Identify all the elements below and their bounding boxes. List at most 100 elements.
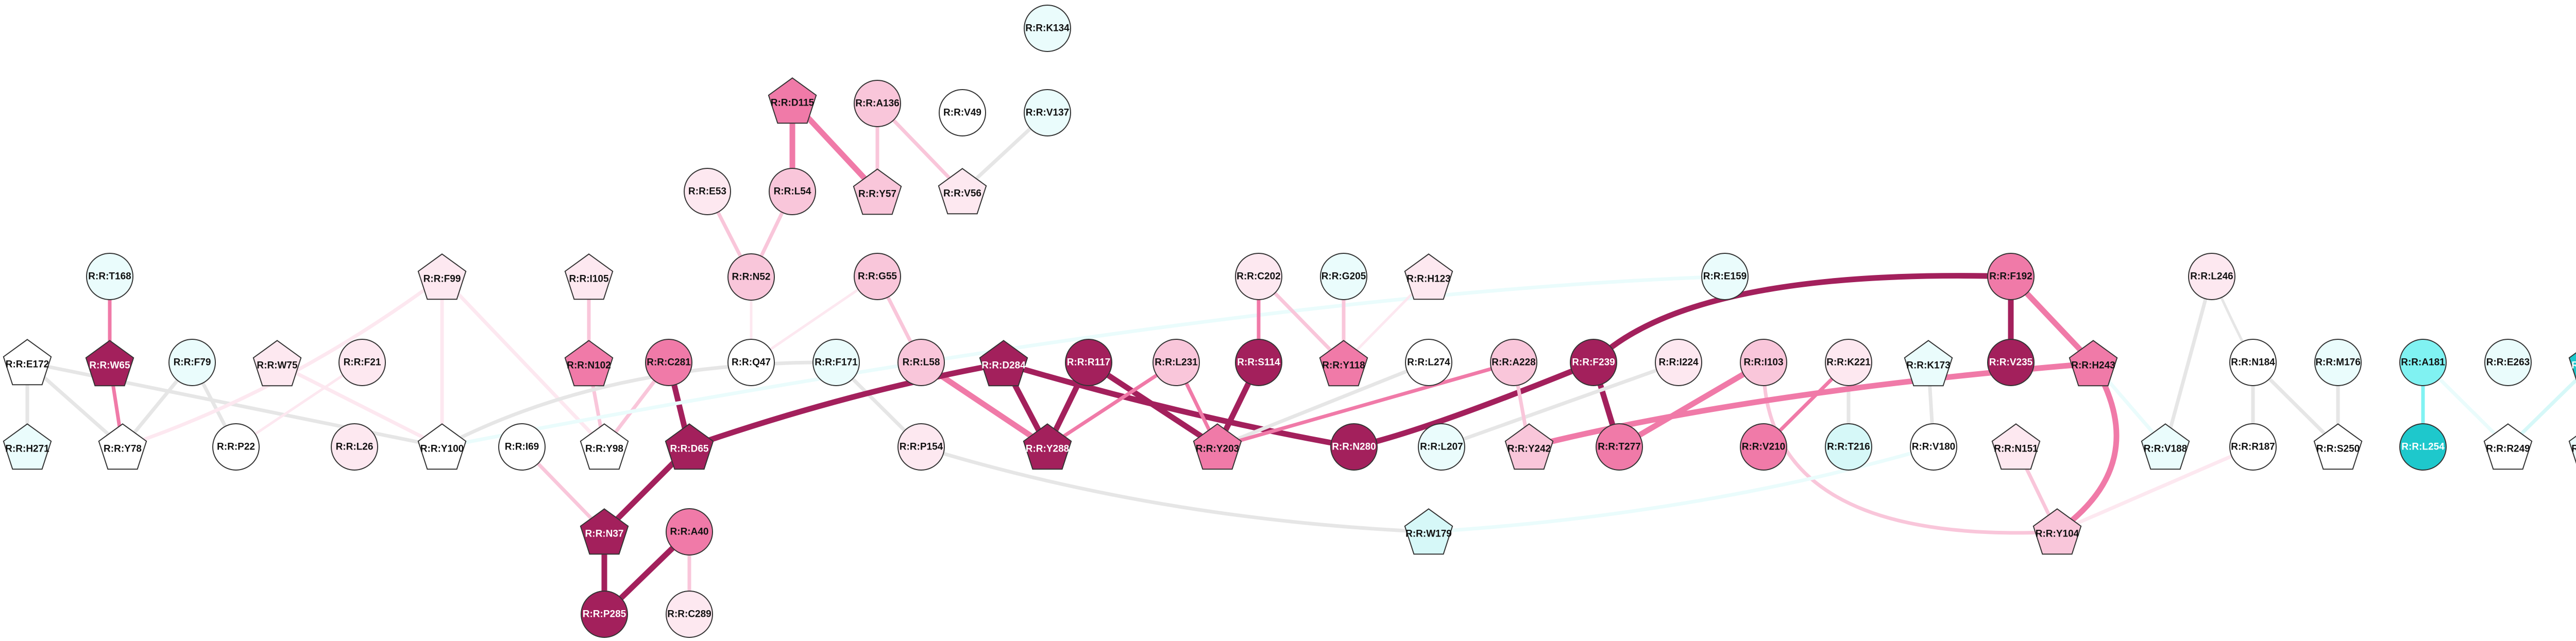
node-d65[interactable]: R:R:D65 bbox=[665, 423, 714, 470]
node-y203[interactable]: R:R:Y203 bbox=[1193, 423, 1242, 470]
node-v180[interactable]: R:R:V180 bbox=[1910, 423, 1957, 471]
node-w65[interactable]: R:R:W65 bbox=[85, 340, 134, 387]
node-k173[interactable]: R:R:K173 bbox=[1904, 340, 1953, 387]
node-w179[interactable]: R:R:W179 bbox=[1404, 508, 1453, 555]
node-f171[interactable]: R:R:F171 bbox=[812, 339, 860, 386]
node-s250[interactable]: R:R:S250 bbox=[2313, 423, 2363, 470]
node-shape-l231 bbox=[1153, 339, 1200, 386]
node-v49[interactable]: R:R:V49 bbox=[939, 89, 986, 136]
node-label-w65: R:R:W65 bbox=[89, 360, 130, 371]
node-f174[interactable]: R:R:F174 bbox=[2568, 424, 2576, 469]
node-v137[interactable]: R:R:V137 bbox=[1024, 89, 1071, 136]
node-v235[interactable]: R:R:V235 bbox=[1987, 339, 2035, 386]
edge-d284-d65 bbox=[686, 360, 1007, 450]
node-f21[interactable]: R:R:F21 bbox=[338, 339, 386, 386]
node-y104[interactable]: R:R:Y104 bbox=[2032, 508, 2082, 555]
node-v56[interactable]: R:R:V56 bbox=[938, 168, 987, 215]
node-i105[interactable]: R:R:I105 bbox=[564, 253, 614, 300]
node-y98[interactable]: R:R:Y98 bbox=[580, 423, 629, 470]
node-h271[interactable]: R:R:H271 bbox=[3, 423, 52, 470]
node-f99[interactable]: R:R:F99 bbox=[417, 253, 467, 300]
node-label-f171: R:R:F171 bbox=[815, 357, 858, 368]
node-l26[interactable]: R:R:L26 bbox=[331, 423, 378, 471]
node-n102[interactable]: R:R:N102 bbox=[564, 340, 614, 387]
node-a136[interactable]: R:R:A136 bbox=[854, 80, 901, 127]
node-shape-f21 bbox=[338, 339, 386, 386]
node-g55[interactable]: R:R:G55 bbox=[854, 253, 901, 300]
node-f239[interactable]: R:R:F239 bbox=[1570, 339, 1617, 386]
node-n280[interactable]: R:R:N280 bbox=[1330, 423, 1378, 471]
node-shape-t216 bbox=[1825, 423, 1872, 471]
node-i224[interactable]: R:R:I224 bbox=[1655, 339, 1702, 386]
node-a181[interactable]: R:R:A181 bbox=[2399, 339, 2447, 386]
node-n151[interactable]: R:R:N151 bbox=[1991, 423, 2041, 470]
node-shape-a181 bbox=[2399, 339, 2447, 386]
node-q47[interactable]: R:R:Q47 bbox=[727, 339, 775, 386]
node-r249[interactable]: R:R:R249 bbox=[2483, 423, 2533, 470]
node-a40[interactable]: R:R:A40 bbox=[666, 508, 713, 556]
node-f192[interactable]: R:R:F192 bbox=[1987, 253, 2035, 300]
node-r187[interactable]: R:R:R187 bbox=[2229, 423, 2277, 471]
node-k221[interactable]: R:R:K221 bbox=[1825, 339, 1872, 386]
node-e172[interactable]: R:R:E172 bbox=[3, 339, 52, 386]
node-i69[interactable]: R:R:I69 bbox=[498, 423, 546, 471]
node-a228[interactable]: R:R:A228 bbox=[1490, 339, 1537, 386]
node-shape-a136 bbox=[854, 80, 901, 127]
node-l54[interactable]: R:R:L54 bbox=[769, 168, 816, 215]
node-y100[interactable]: R:R:Y100 bbox=[417, 423, 467, 470]
node-y288[interactable]: R:R:Y288 bbox=[1023, 423, 1072, 470]
node-e159[interactable]: R:R:E159 bbox=[1701, 253, 1749, 300]
node-w75[interactable]: R:R:W75 bbox=[252, 340, 302, 387]
node-l58[interactable]: R:R:L58 bbox=[897, 339, 945, 386]
node-p285[interactable]: R:R:P285 bbox=[581, 591, 628, 638]
node-d115[interactable]: R:R:D115 bbox=[768, 77, 817, 124]
node-k134[interactable]: R:R:K134 bbox=[1024, 5, 1071, 52]
node-m176[interactable]: R:R:M176 bbox=[2314, 339, 2362, 386]
node-l207[interactable]: R:R:L207 bbox=[1418, 423, 1465, 471]
node-v188[interactable]: R:R:V188 bbox=[2141, 423, 2190, 470]
node-e263[interactable]: R:R:E263 bbox=[2484, 339, 2532, 386]
node-g205[interactable]: R:R:G205 bbox=[1320, 253, 1367, 300]
node-label-h243: R:R:H243 bbox=[2071, 360, 2115, 371]
node-label-m176: R:R:M176 bbox=[2315, 357, 2361, 368]
node-l231[interactable]: R:R:L231 bbox=[1153, 339, 1200, 386]
node-n37[interactable]: R:R:N37 bbox=[580, 508, 629, 555]
node-h243[interactable]: R:R:H243 bbox=[2069, 340, 2118, 387]
node-c202[interactable]: R:R:C202 bbox=[1235, 253, 1282, 300]
node-label-v180: R:R:V180 bbox=[1912, 442, 1955, 453]
node-p22[interactable]: R:R:P22 bbox=[212, 423, 260, 471]
node-n52[interactable]: R:R:N52 bbox=[727, 253, 775, 301]
node-c289[interactable]: R:R:C289 bbox=[666, 591, 713, 638]
node-y57[interactable]: R:R:Y57 bbox=[853, 168, 902, 215]
node-shape-h123 bbox=[1404, 253, 1453, 300]
node-s114[interactable]: R:R:S114 bbox=[1235, 339, 1282, 386]
node-t168[interactable]: R:R:T168 bbox=[86, 253, 133, 300]
node-label-y100: R:R:Y100 bbox=[420, 444, 464, 455]
node-h123[interactable]: R:R:H123 bbox=[1404, 253, 1453, 300]
edge-g55-q47 bbox=[750, 275, 879, 364]
node-y118[interactable]: R:R:Y118 bbox=[1319, 340, 1368, 387]
node-t216[interactable]: R:R:T216 bbox=[1825, 423, 1872, 471]
node-l246[interactable]: R:R:L246 bbox=[2188, 253, 2235, 300]
node-label-w75: R:R:W75 bbox=[257, 360, 298, 371]
node-f79[interactable]: R:R:F79 bbox=[168, 339, 216, 386]
node-n184[interactable]: R:R:N184 bbox=[2229, 339, 2277, 386]
node-d284[interactable]: R:R:D284 bbox=[979, 340, 1028, 387]
edge-f192-f239 bbox=[1590, 273, 2014, 366]
node-i103[interactable]: R:R:I103 bbox=[1740, 339, 1787, 386]
edge-i103-y104 bbox=[1761, 360, 2059, 535]
node-f267[interactable]: R:R:F267 bbox=[2568, 340, 2576, 386]
node-l254[interactable]: R:R:L254 bbox=[2399, 423, 2447, 471]
node-c281[interactable]: R:R:C281 bbox=[645, 339, 692, 386]
node-y78[interactable]: R:R:Y78 bbox=[98, 423, 147, 470]
node-label-v49: R:R:V49 bbox=[943, 108, 981, 118]
node-t277[interactable]: R:R:T277 bbox=[1596, 423, 1643, 471]
node-e53[interactable]: R:R:E53 bbox=[684, 168, 731, 215]
node-l274[interactable]: R:R:L274 bbox=[1405, 339, 1452, 386]
node-r117[interactable]: R:R:R117 bbox=[1065, 339, 1112, 386]
node-v210[interactable]: R:R:V210 bbox=[1740, 423, 1787, 471]
node-p154[interactable]: R:R:P154 bbox=[897, 423, 945, 471]
node-label-l58: R:R:L58 bbox=[903, 357, 940, 368]
node-label-v210: R:R:V210 bbox=[1742, 442, 1785, 453]
node-y242[interactable]: R:R:Y242 bbox=[1504, 423, 1554, 470]
